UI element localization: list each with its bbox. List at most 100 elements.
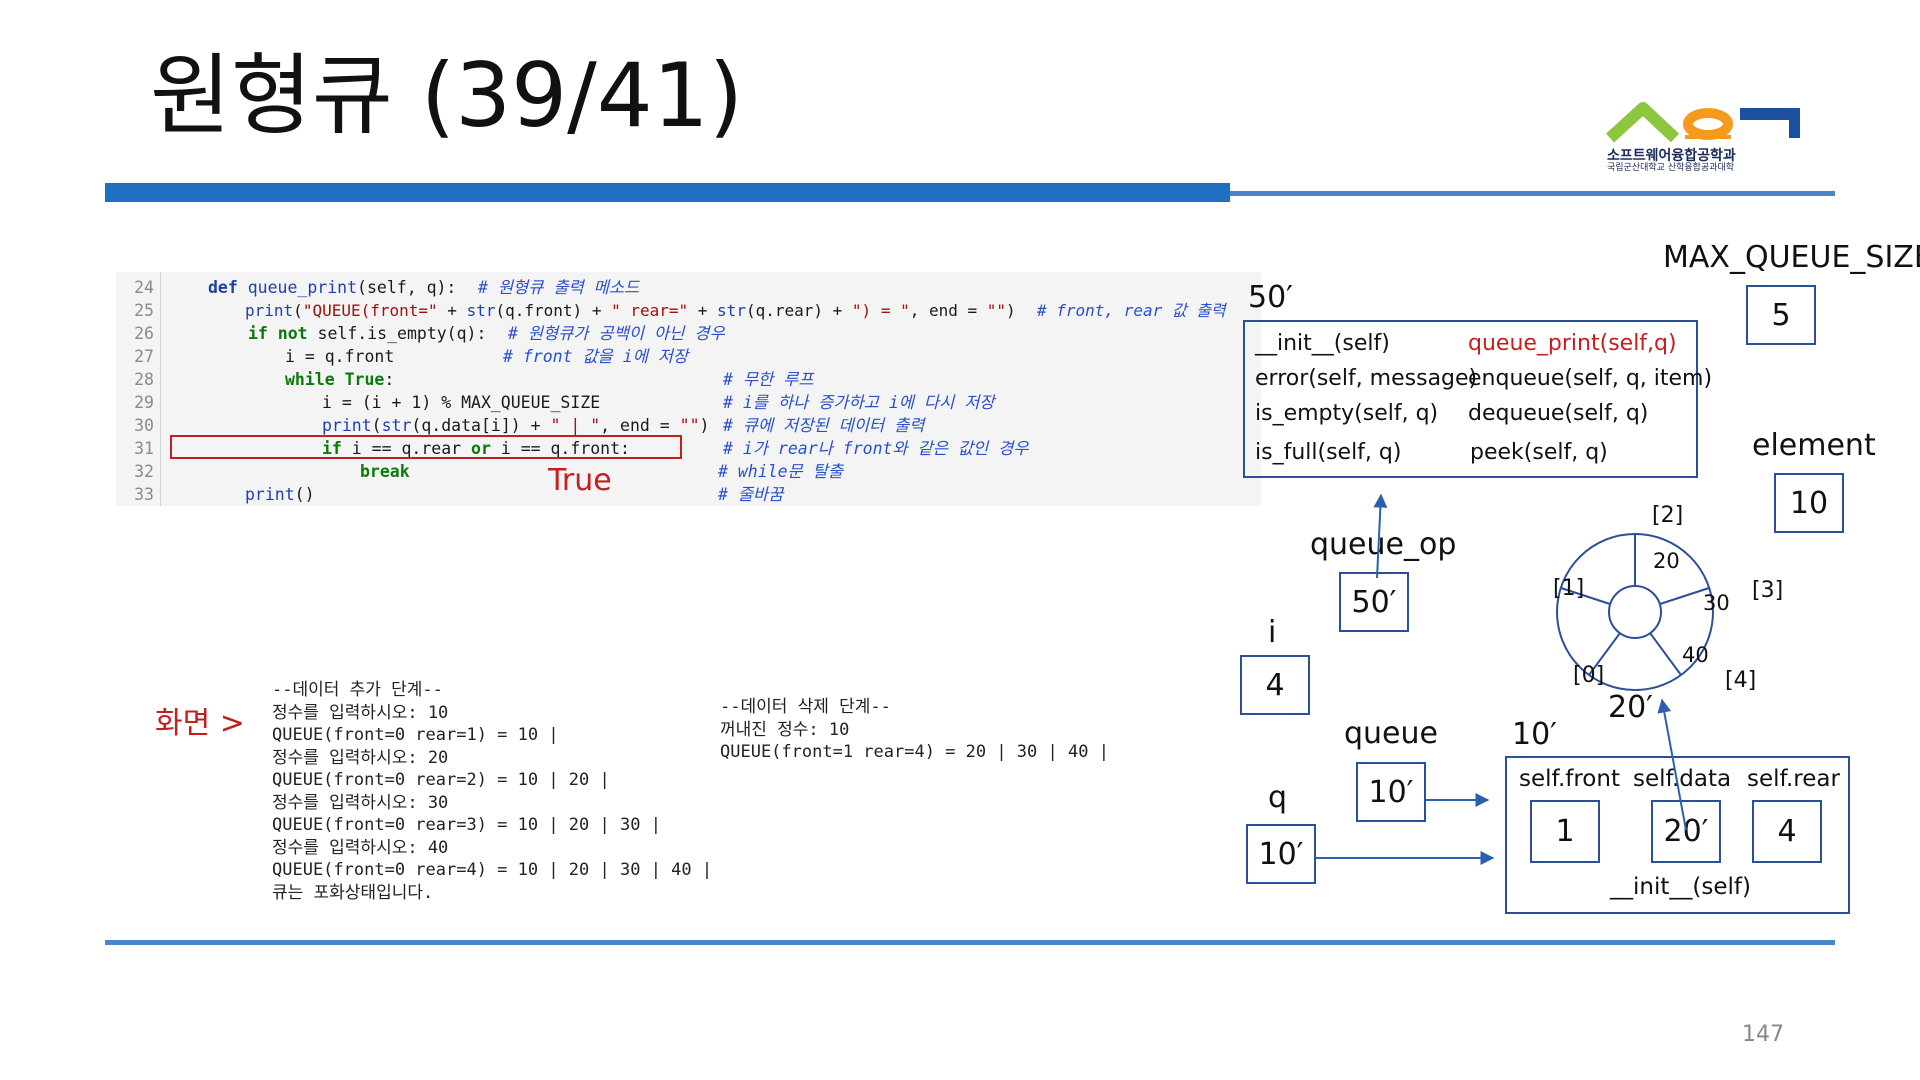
output-line: QUEUE(front=0 rear=4) = 10 | 20 | 30 | 4…	[272, 860, 713, 880]
max-queue-size-label: MAX_QUEUE_SIZE	[1663, 240, 1920, 275]
index-label-3: [3]	[1752, 578, 1784, 603]
address-label-50: 50′	[1248, 280, 1293, 315]
code-token: if not	[248, 324, 308, 343]
line-number: 25	[134, 301, 154, 320]
index-label-4: [4]	[1725, 668, 1757, 693]
method-queue-print: queue_print(self,q)	[1468, 331, 1677, 356]
slot-value-4: 40	[1682, 643, 1709, 667]
code-comment: # i를 하나 증가하고 i에 다시 저장	[723, 393, 995, 412]
code-token: :	[384, 370, 395, 389]
index-label-2: [2]	[1652, 503, 1684, 528]
code-token: , end =	[909, 301, 987, 320]
output-line: QUEUE(front=0 rear=3) = 10 | 20 | 30 |	[272, 815, 661, 835]
code-token: " | "	[550, 416, 601, 435]
code-token: str	[466, 301, 496, 320]
code-token: while	[285, 370, 345, 389]
output-line: 정수를 입력하시오: 30	[272, 792, 449, 813]
code-line-28: while True:	[285, 368, 394, 391]
code-line-24: def queue_print(self, q):	[208, 276, 456, 299]
highlight-box	[170, 435, 682, 459]
code-token: def	[208, 278, 248, 297]
self-data-box: 20′	[1651, 800, 1721, 863]
logo-text-university: 국립군산대학교 산학융합공과대학	[1607, 163, 1735, 173]
method-error: error(self, message)	[1255, 366, 1478, 391]
slot-value-2: 20	[1653, 549, 1680, 573]
code-line-30: print(str(q.data[i]) + " | ", end = "")	[322, 414, 709, 437]
output-line: QUEUE(front=0 rear=2) = 10 | 20 |	[272, 770, 610, 790]
code-line-31: if i == q.rear or i == q.front:	[322, 437, 630, 460]
code-token: (q.data[i]) +	[411, 416, 551, 435]
code-comment: # while문 탈출	[718, 462, 844, 481]
code-line-27: i = q.front	[285, 347, 395, 366]
queue-op-label: queue_op	[1310, 527, 1457, 562]
code-token: ()	[294, 485, 315, 504]
code-comment: # 원형큐 출력 메소드	[478, 278, 640, 297]
code-token: ""	[986, 301, 1007, 320]
line-number: 29	[134, 393, 154, 412]
code-token: , end =	[600, 416, 680, 435]
self-front-label: self.front	[1519, 766, 1620, 792]
code-comment: # front 값을 i에 저장	[503, 347, 689, 366]
page-number: 147	[1742, 1022, 1784, 1047]
method-peek: peek(self, q)	[1470, 440, 1608, 465]
method-is-empty: is_empty(self, q)	[1255, 401, 1439, 426]
code-token: if	[322, 439, 342, 458]
index-label-0: [0]	[1573, 663, 1605, 688]
address-label-10: 10′	[1512, 717, 1557, 752]
code-token: (q.rear) +	[745, 301, 852, 320]
code-token: ") = "	[851, 301, 910, 320]
max-queue-size-box: 5	[1746, 285, 1816, 345]
output-line: --데이터 삭제 단계--	[720, 697, 891, 717]
self-rear-box: 4	[1752, 800, 1822, 863]
line-number: 27	[134, 347, 154, 366]
code-token: )	[1006, 301, 1016, 320]
code-token: (	[371, 416, 382, 435]
code-token: (self, q):	[357, 278, 457, 297]
self-rear-label: self.rear	[1747, 766, 1840, 792]
code-gutter	[116, 272, 161, 506]
method-is-full: is_full(self, q)	[1255, 440, 1402, 465]
class-methods-box	[1243, 320, 1698, 478]
i-box: 4	[1240, 655, 1310, 715]
code-token: (q.front) +	[495, 301, 612, 320]
line-number: 28	[134, 370, 154, 389]
page-title: 원형큐 (39/41)	[150, 44, 744, 147]
title-underline-thick	[105, 183, 1230, 202]
code-token: i == q.front:	[490, 439, 630, 458]
slot-value-3: 30	[1703, 591, 1730, 615]
code-token: +	[688, 301, 718, 320]
code-token: "QUEUE(front="	[302, 301, 438, 320]
code-token: i == q.rear	[341, 439, 472, 458]
code-comment: # 줄바꿈	[718, 485, 784, 504]
code-comment: # 큐에 저장된 데이터 출력	[723, 416, 925, 435]
line-number: 33	[134, 485, 154, 504]
line-number: 26	[134, 324, 154, 343]
code-token: str	[381, 416, 412, 435]
method-init: __init__(self)	[1255, 331, 1390, 356]
true-annotation: True	[548, 463, 612, 498]
output-line: 정수를 입력하시오: 20	[272, 747, 449, 768]
element-label: element	[1752, 428, 1876, 463]
init-footer-label: __init__(self)	[1610, 874, 1751, 900]
code-token: str	[717, 301, 746, 320]
code-comment: # front, rear 값 출력	[1037, 301, 1226, 320]
output-line: --데이터 추가 단계--	[272, 680, 443, 700]
code-token: print	[245, 301, 294, 320]
department-logo	[1605, 102, 1800, 143]
queue-box: 10′	[1356, 762, 1426, 822]
code-line-26: if not self.is_empty(q):	[248, 322, 486, 345]
code-token: +	[437, 301, 467, 320]
code-line-29: i = (i + 1) % MAX_QUEUE_SIZE	[322, 393, 601, 412]
line-number: 32	[134, 462, 154, 481]
q-box: 10′	[1246, 824, 1316, 884]
output-line: 정수를 입력하시오: 10	[272, 702, 449, 723]
code-line-32: break	[360, 462, 410, 481]
output-line: 정수를 입력하시오: 40	[272, 837, 449, 858]
i-label: i	[1268, 615, 1277, 650]
output-line: QUEUE(front=1 rear=4) = 20 | 30 | 40 |	[720, 742, 1109, 762]
output-line: QUEUE(front=0 rear=1) = 10 |	[272, 725, 559, 745]
code-token: or	[471, 439, 491, 458]
code-token: print	[245, 485, 295, 504]
self-front-box: 1	[1530, 800, 1600, 863]
address-label-20: 20′	[1608, 690, 1653, 725]
